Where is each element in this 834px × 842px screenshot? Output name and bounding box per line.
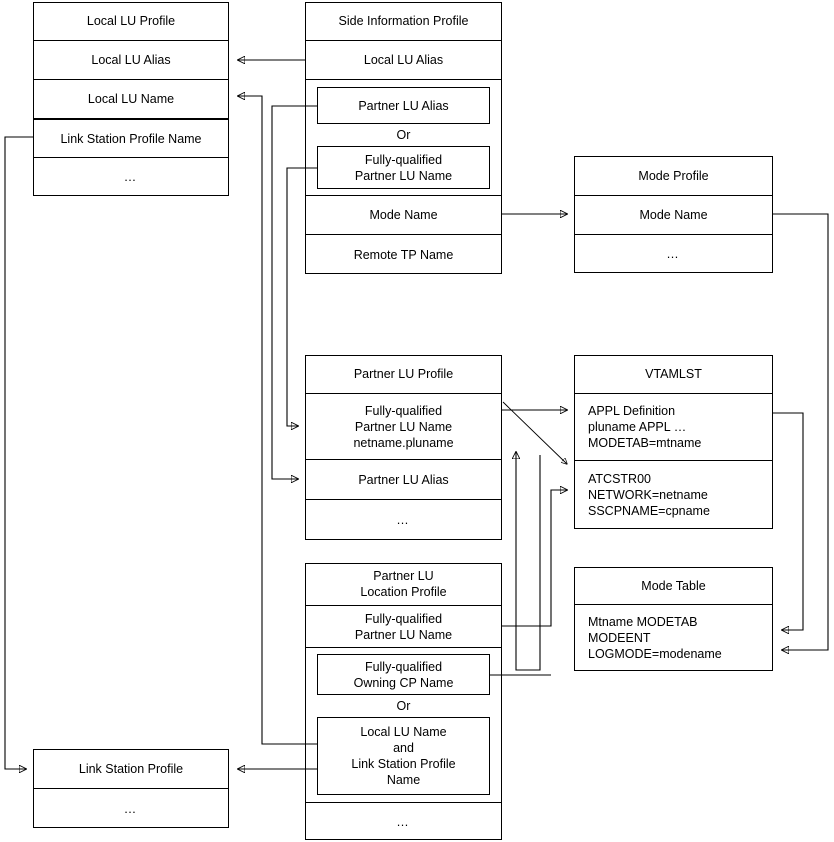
local-lu-profile-field-local-lu-name: Local LU Name: [33, 79, 229, 118]
partner-lu-location-profile-choice-fq-owning-cp-name: Fully-qualified Owning CP Name: [317, 654, 490, 695]
box-local-lu-profile: [33, 2, 229, 196]
partner-lu-location-profile-field-fq-partner-lu-name: Fully-qualified Partner LU Name: [305, 605, 502, 647]
wire-vtamlst-modetab-to-mode-table: [773, 412, 804, 630]
mode-profile-field-ellipsis: …: [574, 234, 773, 273]
wire-mode-profile-to-mode-table: [773, 213, 829, 650]
partner-lu-profile-field-partner-lu-alias: Partner LU Alias: [305, 459, 502, 499]
vtamlst-header: VTAMLST: [645, 367, 702, 381]
box-vtamlst: [574, 355, 773, 529]
side-information-profile-field-mode-name: Mode Name: [305, 195, 502, 234]
partner-lu-location-profile-choice-compartment: [305, 647, 502, 802]
local-lu-profile-field-link-station-profile-name: Link Station Profile Name: [33, 118, 229, 157]
partner-lu-profile-field-ellipsis: …: [305, 499, 502, 540]
local-lu-profile-field-local-lu-alias: Local LU Alias: [33, 40, 229, 79]
box-mode-table: [574, 567, 773, 671]
mode-profile-header: Mode Profile: [638, 168, 709, 183]
mode-table-body: Mtname MODETAB MODEENT LOGMODE=modename: [574, 604, 773, 671]
side-information-profile-field-local-lu-alias: Local LU Alias: [305, 40, 502, 79]
partner-lu-location-profile-field-ellipsis: …: [305, 802, 502, 840]
mode-table-header: Mode Table: [641, 578, 706, 593]
local-lu-profile-field-ellipsis: …: [33, 157, 229, 196]
vtamlst-appl-definition: APPL Definition pluname APPL … MODETAB=m…: [574, 393, 773, 460]
side-information-profile-or-label: Or: [396, 128, 411, 142]
mode-profile-field-mode-name: Mode Name: [574, 195, 773, 234]
wire-partner-netname-to-vtamlst-atcstr00: [502, 401, 567, 464]
partner-lu-location-profile-header: Partner LU Location Profile: [360, 569, 447, 599]
box-mode-profile: [574, 156, 773, 273]
side-information-profile-field-remote-tp-name: Remote TP Name: [305, 234, 502, 274]
partner-lu-location-profile-choice-local-lu-and-link-station: Local LU Name and Link Station Profile N…: [317, 717, 490, 795]
partner-lu-location-profile-or-label: Or: [396, 699, 411, 713]
local-lu-profile-header: Local LU Profile: [86, 14, 176, 28]
wire-vtamlst-atcstr00-to-partner-lu-profile: [516, 452, 541, 671]
partner-lu-profile-header: Partner LU Profile: [353, 367, 454, 381]
vtamlst-atcstr00: ATCSTR00 NETWORK=netname SSCPNAME=cpname: [574, 460, 773, 529]
link-station-profile-header: Link Station Profile: [78, 761, 184, 776]
partner-lu-profile-field-fq-partner-lu-name: Fully-qualified Partner LU Name netname.…: [305, 393, 502, 459]
side-information-profile-choice-fq-partner-lu-name: Fully-qualified Partner LU Name: [317, 146, 490, 189]
wire-local-link-station-name-to-link-station-profile: [4, 136, 33, 769]
side-information-profile-choice-partner-lu-alias: Partner LU Alias: [317, 87, 490, 124]
side-information-profile-header: Side Information Profile: [338, 14, 469, 28]
side-information-profile-choice-compartment: [305, 79, 502, 195]
link-station-profile-field-ellipsis: …: [33, 788, 229, 828]
wire-location-fq-name-to-vtamlst-atcstr00: [502, 490, 567, 627]
